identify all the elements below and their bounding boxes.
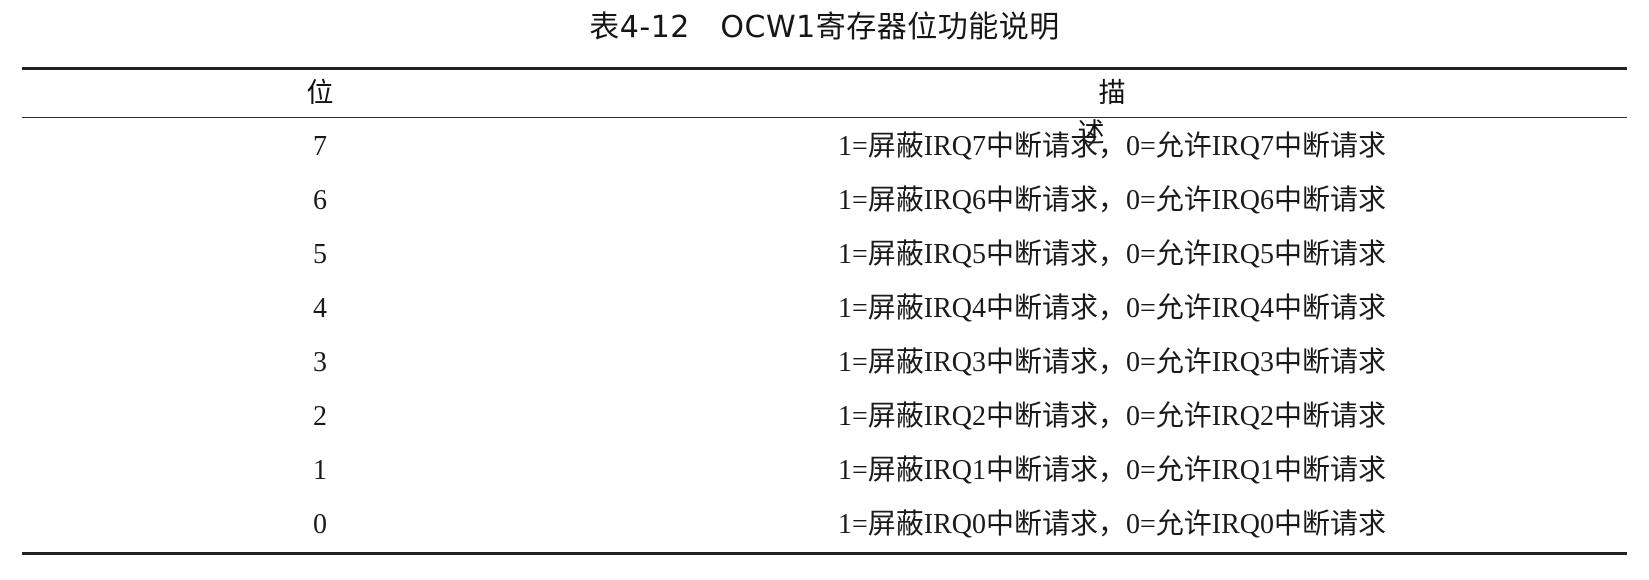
bit-cell: 3 xyxy=(313,347,327,378)
table-row: 1 1=屏蔽IRQ1中断请求，0=允许IRQ1中断请求 xyxy=(22,444,1627,498)
description-cell: 1=屏蔽IRQ2中断请求，0=允许IRQ2中断请求 xyxy=(837,401,1387,432)
table-body: 7 1=屏蔽IRQ7中断请求，0=允许IRQ7中断请求 6 1=屏蔽IRQ6中断… xyxy=(22,120,1627,552)
table-row: 4 1=屏蔽IRQ4中断请求，0=允许IRQ4中断请求 xyxy=(22,282,1627,336)
header-description: 描述 xyxy=(1077,78,1168,149)
description-cell: 1=屏蔽IRQ4中断请求，0=允许IRQ4中断请求 xyxy=(837,293,1387,324)
bit-cell: 6 xyxy=(313,185,327,216)
table-row: 3 1=屏蔽IRQ3中断请求，0=允许IRQ3中断请求 xyxy=(22,336,1627,390)
table-row: 0 1=屏蔽IRQ0中断请求，0=允许IRQ0中断请求 xyxy=(22,498,1627,552)
table-row: 5 1=屏蔽IRQ5中断请求，0=允许IRQ5中断请求 xyxy=(22,228,1627,282)
table-row: 7 1=屏蔽IRQ7中断请求，0=允许IRQ7中断请求 xyxy=(22,120,1627,174)
description-cell: 1=屏蔽IRQ5中断请求，0=允许IRQ5中断请求 xyxy=(837,239,1387,270)
table-header-rule xyxy=(22,117,1627,118)
description-cell: 1=屏蔽IRQ1中断请求，0=允许IRQ1中断请求 xyxy=(837,455,1387,486)
table-caption: 表4-12 OCW1寄存器位功能说明 xyxy=(589,10,1060,45)
description-cell: 1=屏蔽IRQ3中断请求，0=允许IRQ3中断请求 xyxy=(837,347,1387,378)
table-bottom-rule xyxy=(22,552,1627,555)
bit-cell: 4 xyxy=(313,293,327,324)
bit-cell: 0 xyxy=(313,509,327,540)
description-cell: 1=屏蔽IRQ6中断请求，0=允许IRQ6中断请求 xyxy=(837,185,1387,216)
bit-cell: 1 xyxy=(313,455,327,486)
description-cell: 1=屏蔽IRQ0中断请求，0=允许IRQ0中断请求 xyxy=(837,509,1387,540)
bit-cell: 5 xyxy=(313,239,327,270)
bit-cell: 7 xyxy=(313,131,327,162)
table-header-row: 位 描述 xyxy=(22,74,1627,149)
table-top-rule xyxy=(22,67,1627,70)
header-bit: 位 xyxy=(306,78,334,109)
bit-cell: 2 xyxy=(313,401,327,432)
table-row: 2 1=屏蔽IRQ2中断请求，0=允许IRQ2中断请求 xyxy=(22,390,1627,444)
table-row: 6 1=屏蔽IRQ6中断请求，0=允许IRQ6中断请求 xyxy=(22,174,1627,228)
description-cell: 1=屏蔽IRQ7中断请求，0=允许IRQ7中断请求 xyxy=(837,131,1387,162)
